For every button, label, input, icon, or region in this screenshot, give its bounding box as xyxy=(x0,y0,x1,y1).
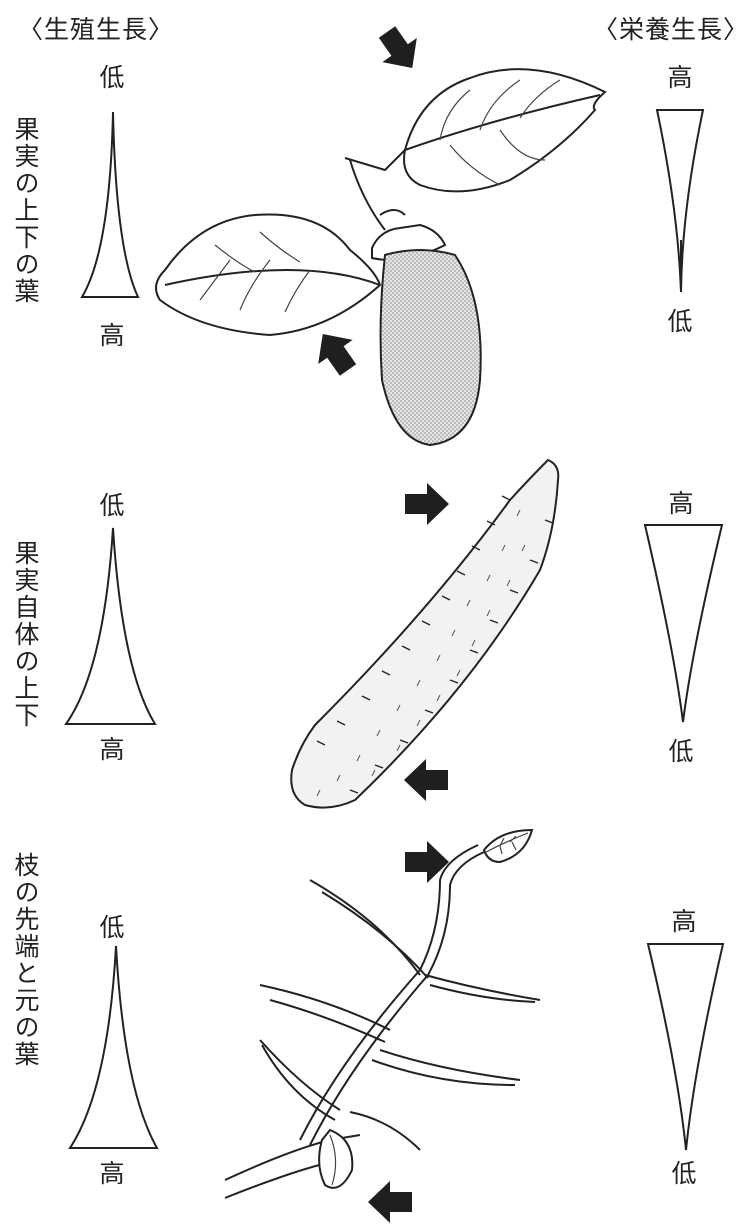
arrow-cucumber-bottom-icon xyxy=(404,759,448,801)
row3-right-triangle xyxy=(648,944,723,1150)
row2-left-triangle xyxy=(66,528,155,724)
branch-icon xyxy=(225,830,540,1198)
arrow-upper-leaf-icon xyxy=(370,20,430,80)
arrow-branch-base-icon xyxy=(368,1181,412,1223)
arrow-cucumber-top-icon xyxy=(405,483,449,525)
row1-left-triangle xyxy=(82,112,138,297)
arrow-branch-tip-icon xyxy=(405,841,449,883)
row2-right-triangle xyxy=(645,525,722,722)
row3-left-triangle xyxy=(70,946,157,1148)
eggplant-icon xyxy=(156,69,605,445)
arrow-lower-leaf-icon xyxy=(306,322,366,382)
